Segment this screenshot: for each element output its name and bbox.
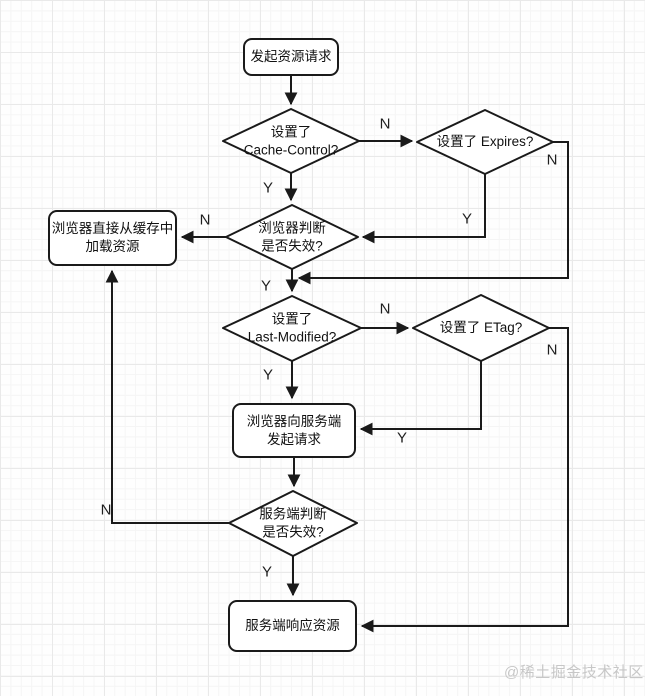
edge-expires-yes-to-browser-check	[361, 174, 486, 244]
node-start-label: 发起资源请求	[250, 49, 332, 65]
edge-label-expires-no: N	[546, 151, 558, 169]
diamond-etag-label: 设置了 ETag?	[440, 319, 523, 337]
diamond-last-modified-label-line1: 设置了	[271, 311, 313, 327]
node-cache-load-label-line1: 浏览器直接从缓存中	[51, 221, 174, 237]
diamond-browser-check	[225, 204, 359, 270]
edge-label-cache-control-yes: Y	[262, 179, 274, 197]
edge-expires-no-to-last-modified	[297, 141, 569, 285]
diamond-last-modified	[222, 295, 362, 362]
diamond-etag-label-line1: 设置了 ETag?	[439, 320, 523, 336]
diamond-last-modified-label-line2: Last-Modified?	[247, 329, 337, 344]
diamond-server-check-label: 服务端判断 是否失效?	[259, 505, 327, 540]
diamond-cache-control-label: 设置了 Cache-Control?	[244, 123, 339, 158]
diamond-server-check	[228, 490, 358, 557]
edge-label-last-modified-no: N	[379, 300, 391, 318]
diamond-cache-control-label-line1: 设置了	[270, 124, 312, 140]
node-cache-load-label-line2: 加载资源	[85, 239, 140, 254]
diamond-expires-label-line1: 设置了 Expires?	[436, 134, 534, 150]
edge-etag-yes-to-request-server	[359, 361, 482, 436]
diamond-browser-check-label-line1: 浏览器判断	[258, 220, 326, 236]
diamond-last-modified-label: 设置了 Last-Modified?	[248, 310, 337, 345]
edge-label-etag-no: N	[546, 341, 558, 359]
diamond-expires	[416, 109, 554, 175]
diamond-browser-check-label: 浏览器判断 是否失效?	[258, 219, 326, 254]
watermark: @稀土掘金技术社区	[504, 664, 644, 681]
edge-label-server-check-yes: Y	[261, 563, 273, 581]
edge-server-check-no-to-cache-load	[105, 269, 229, 524]
diamond-cache-control	[222, 108, 360, 174]
diamond-browser-check-label-line2: 是否失效?	[261, 238, 323, 253]
node-server-respond-label: 服务端响应资源	[245, 618, 340, 634]
diamond-server-check-label-line2: 是否失效?	[262, 524, 324, 539]
edge-label-cache-control-no: N	[379, 115, 391, 133]
edge-label-browser-check-no: N	[199, 211, 211, 229]
diamond-expires-label: 设置了 Expires?	[437, 133, 534, 151]
node-request-server-label-line2: 发起请求	[267, 431, 321, 447]
node-start: 发起资源请求	[243, 38, 339, 76]
node-request-server: 浏览器向服务端 发起请求	[232, 403, 356, 458]
edge-label-browser-check-yes: Y	[260, 277, 272, 295]
diamond-etag	[412, 294, 550, 362]
edge-label-server-check-no: N	[100, 501, 112, 519]
edge-label-expires-yes: Y	[461, 210, 473, 228]
diamond-server-check-label-line1: 服务端判断	[259, 506, 327, 522]
node-request-server-label-line1: 浏览器向服务端	[246, 413, 342, 429]
edge-label-etag-yes: Y	[396, 429, 408, 447]
edge-label-last-modified-yes: Y	[262, 366, 274, 384]
edge-etag-no-to-server-respond	[360, 327, 569, 633]
node-cache-load: 浏览器直接从缓存中 加载资源	[48, 210, 177, 266]
diamond-cache-control-label-line2: Cache-Control?	[243, 142, 339, 157]
node-server-respond: 服务端响应资源	[228, 600, 357, 652]
